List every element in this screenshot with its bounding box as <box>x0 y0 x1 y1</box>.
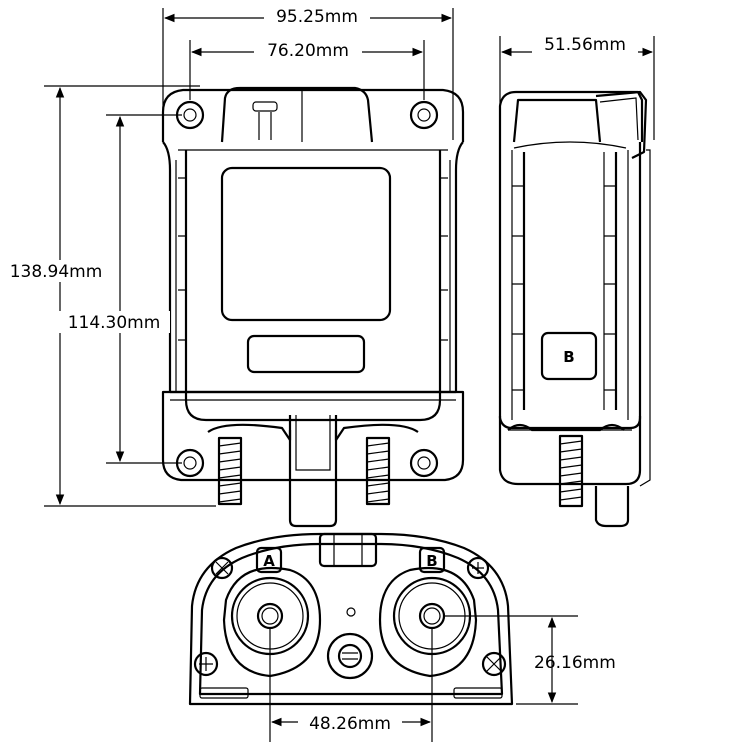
bottom-view: A B <box>188 532 514 706</box>
dimension-side-depth: 51.56mm <box>499 34 655 140</box>
hole-spacing-width-value: 76.20mm <box>267 41 349 61</box>
terminal-b-badge <box>418 546 446 574</box>
front-stud-b <box>365 436 391 506</box>
corner-screw-bottom-left <box>193 651 219 677</box>
side-view: B <box>498 90 651 528</box>
dimension-hole-spacing-width: 76.20mm <box>189 40 425 100</box>
dimension-overall-height: 138.94mm <box>2 85 216 507</box>
terminal-a-badge <box>255 546 283 574</box>
dimension-stud-spacing: 48.26mm <box>269 628 433 742</box>
corner-screw-top-right <box>466 556 490 580</box>
terminal-b-label: B <box>426 552 437 570</box>
front-stud-a <box>217 436 243 506</box>
side-stud <box>558 434 584 508</box>
overall-width-value: 95.25mm <box>276 7 358 27</box>
dimension-overall-width: 95.25mm <box>162 6 454 140</box>
side-terminal-badge <box>540 331 598 381</box>
side-terminal-label: B <box>563 348 574 366</box>
corner-screw-top-left <box>210 556 234 580</box>
side-depth-value: 51.56mm <box>544 35 626 55</box>
overall-height-value: 138.94mm <box>10 262 103 282</box>
hole-spacing-height-value: 114.30mm <box>68 313 161 333</box>
dimension-stud-height: 26.16mm <box>444 615 616 705</box>
corner-screw-bottom-right <box>481 651 507 677</box>
terminal-a-label: A <box>263 552 275 570</box>
stud-spacing-value: 48.26mm <box>309 714 391 734</box>
stud-height-value: 26.16mm <box>534 653 616 673</box>
front-view <box>161 86 465 528</box>
dimension-hole-spacing-height: 114.30mm <box>58 114 182 464</box>
